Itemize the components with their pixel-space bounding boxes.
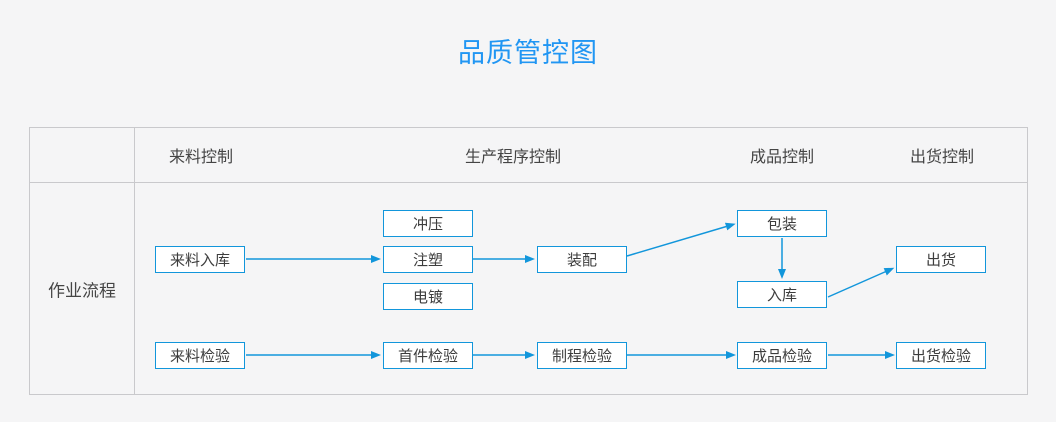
- node-in-process-inspection: 制程检验: [537, 342, 627, 369]
- node-outgoing-inspection: 出货检验: [896, 342, 986, 369]
- node-warehousing: 入库: [737, 281, 827, 308]
- column-header-production-process-control: 生产程序控制: [464, 147, 562, 166]
- node-stamping: 冲压: [383, 210, 473, 237]
- node-final-inspection: 成品检验: [737, 342, 827, 369]
- node-injection-molding: 注塑: [383, 246, 473, 273]
- column-header-shipment-control: 出货控制: [909, 147, 975, 166]
- node-incoming-inspection: 来料检验: [155, 342, 245, 369]
- node-electroplating: 电镀: [383, 283, 473, 310]
- node-shipping: 出货: [896, 246, 986, 273]
- column-header-finished-product-control: 成品控制: [749, 147, 815, 166]
- node-first-article-inspection: 首件检验: [383, 342, 473, 369]
- table-header-divider: [30, 182, 1027, 183]
- page-title: 品质管控图: [458, 38, 598, 69]
- table-column-divider: [134, 128, 135, 394]
- column-header-incoming-control: 来料控制: [168, 147, 234, 166]
- node-incoming-storage: 来料入库: [155, 246, 245, 273]
- process-table: 来料控制 生产程序控制 成品控制 出货控制 作业流程: [29, 127, 1028, 395]
- node-assembly: 装配: [537, 246, 627, 273]
- row-label-operation-flow: 作业流程: [48, 281, 116, 302]
- node-packaging: 包装: [737, 210, 827, 237]
